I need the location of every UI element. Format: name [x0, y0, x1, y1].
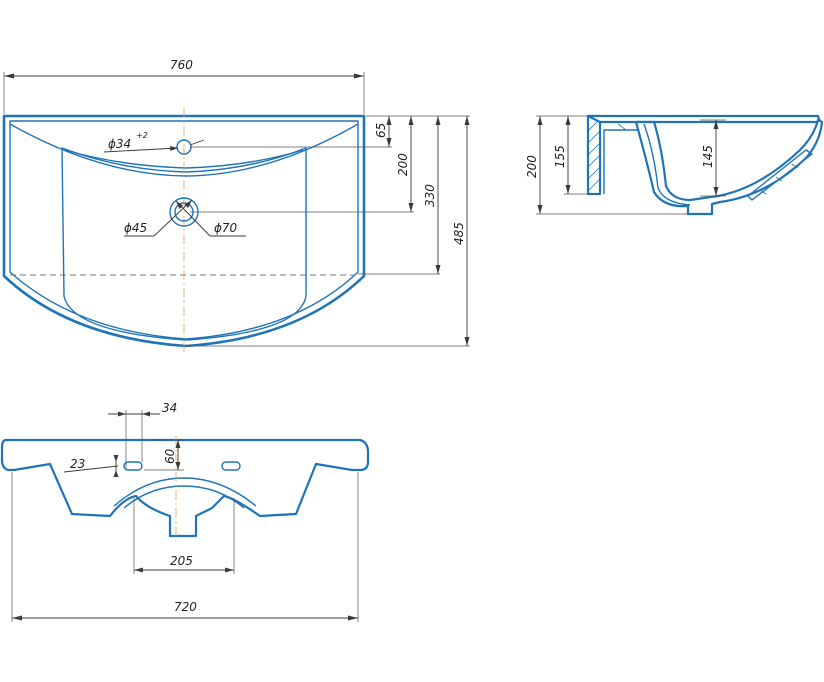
side-dim-155-label: 155	[553, 145, 567, 168]
side-dim-145-label: 145	[701, 145, 715, 168]
side-dim-200-label: 200	[525, 155, 539, 178]
front-bowl-curve-inner	[123, 485, 245, 509]
top-view: 760 65 200 330 485 ϕ34 +2	[2, 58, 470, 352]
side-bowl-inner-line	[643, 123, 691, 206]
front-right-slot	[221, 461, 241, 471]
front-dim-23-label: 23	[70, 457, 85, 471]
front-outline	[0, 438, 370, 538]
basin-inner-bowl	[61, 147, 307, 341]
drain-outer-label: ϕ70	[214, 221, 238, 235]
dim-200-label: 200	[396, 153, 410, 176]
front-dim-720-label: 720	[174, 600, 197, 614]
tap-hole-tolerance: +2	[136, 131, 148, 140]
basin-inner-bowl-2	[64, 149, 304, 169]
basin-inner-rim	[9, 120, 359, 340]
front-bowl-curve	[113, 477, 257, 507]
side-overflow-slot	[747, 149, 813, 201]
front-left-slot	[123, 461, 143, 471]
side-overflow-channel	[600, 121, 641, 194]
side-top-rim	[586, 114, 822, 124]
dim-65-label: 65	[374, 123, 388, 138]
tap-hole-label: ϕ34	[108, 137, 131, 151]
dim-760-label: 760	[170, 58, 193, 72]
front-dim-34-label: 34	[162, 401, 177, 415]
front-dim-60-label: 60	[163, 448, 177, 464]
front-dim-205-label: 205	[170, 554, 193, 568]
side-view: 200 155 145	[525, 114, 824, 216]
side-back-wall	[586, 114, 602, 196]
drain-inner-label: ϕ45	[124, 221, 147, 235]
front-view: 34 60 23 205 720	[0, 401, 370, 622]
dim-330-label: 330	[423, 184, 437, 207]
dim-485-label: 485	[452, 222, 466, 245]
